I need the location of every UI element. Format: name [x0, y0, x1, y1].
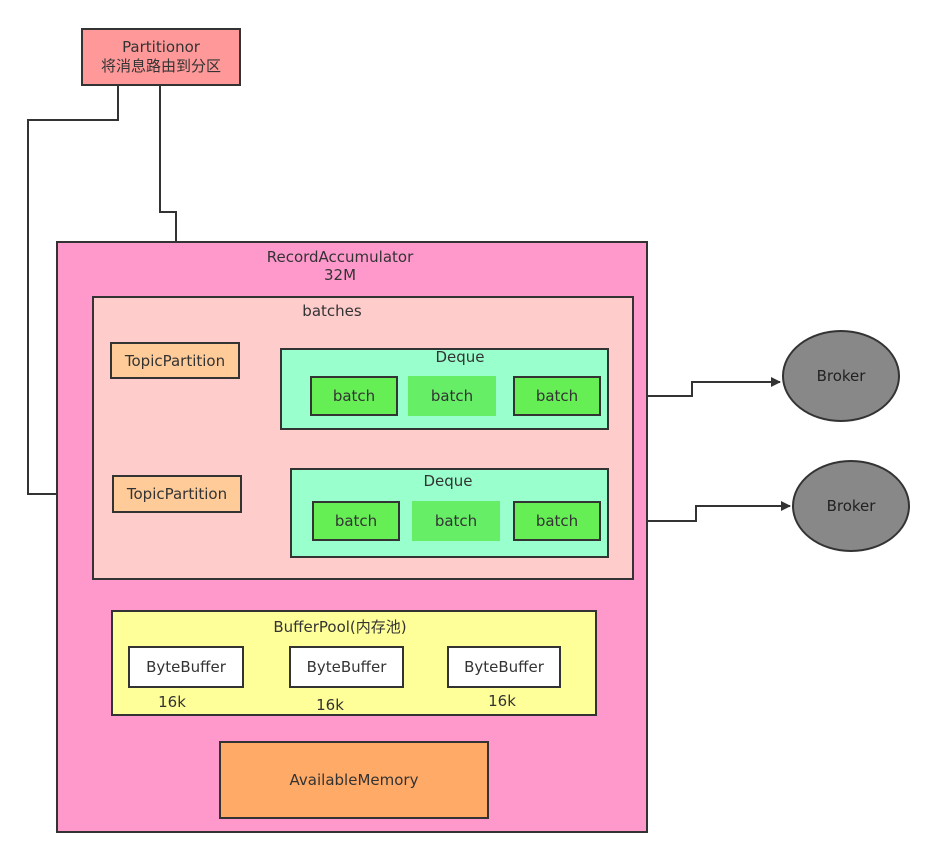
- byte-buffer-3: ByteBuffer: [447, 646, 561, 688]
- available-memory-box: AvailableMemory: [219, 741, 489, 819]
- byte-buffer-1-size: 16k: [158, 693, 186, 711]
- partitioner-title: Partitionor: [122, 38, 200, 56]
- batches-label: batches: [302, 302, 362, 320]
- topic-partition-2: TopicPartition: [112, 475, 242, 513]
- broker-1: Broker: [782, 330, 900, 422]
- deque-2-label: Deque: [423, 472, 473, 490]
- buffer-pool-label: BufferPool(内存池): [273, 618, 407, 636]
- topic-partition-1: TopicPartition: [110, 342, 240, 379]
- partitioner-box: Partitionor 将消息路由到分区: [81, 28, 241, 86]
- record-accumulator-size: 32M: [323, 266, 357, 284]
- record-accumulator-title: RecordAccumulator: [266, 248, 414, 266]
- deque-1-batch-3: batch: [513, 376, 601, 416]
- byte-buffer-3-size: 16k: [488, 692, 516, 710]
- byte-buffer-2: ByteBuffer: [289, 646, 404, 688]
- deque-2-batch-3: batch: [513, 501, 601, 541]
- deque-1-batch-1: batch: [310, 376, 398, 416]
- deque-2-batch-1: batch: [312, 501, 400, 541]
- broker-2: Broker: [792, 460, 910, 552]
- deque-1-label: Deque: [435, 348, 485, 366]
- deque-1-batch-2: batch: [408, 376, 496, 416]
- byte-buffer-1: ByteBuffer: [128, 646, 244, 688]
- byte-buffer-2-size: 16k: [316, 696, 344, 714]
- deque-2-batch-2: batch: [412, 501, 500, 541]
- partitioner-subtitle: 将消息路由到分区: [100, 57, 221, 75]
